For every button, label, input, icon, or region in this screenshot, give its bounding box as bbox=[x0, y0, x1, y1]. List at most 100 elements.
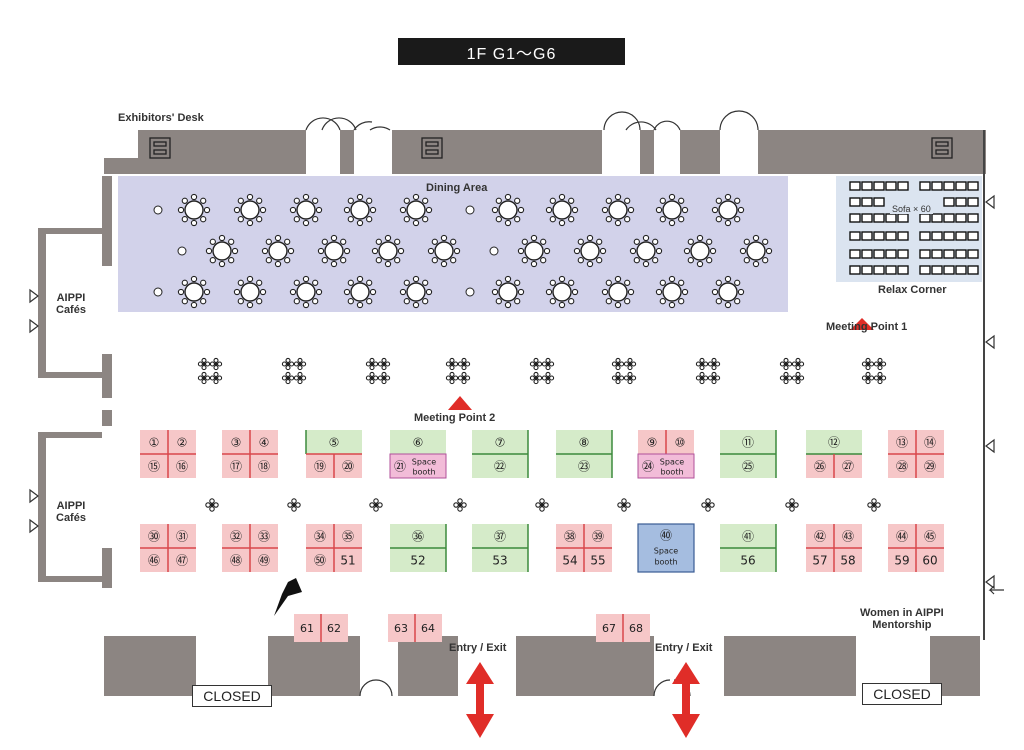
stool bbox=[197, 375, 203, 381]
stool bbox=[297, 365, 303, 371]
booth-number: ㊳ bbox=[564, 530, 576, 544]
right-arrow-icon bbox=[988, 585, 1004, 595]
chair bbox=[724, 193, 732, 201]
stool bbox=[461, 371, 467, 377]
stool bbox=[865, 365, 871, 371]
chair bbox=[412, 219, 420, 227]
chair bbox=[504, 219, 512, 227]
dining-table bbox=[711, 275, 745, 309]
chair bbox=[545, 206, 553, 214]
booth-number: ⑩ bbox=[675, 436, 686, 450]
stool bbox=[209, 506, 215, 512]
booth-number: ① bbox=[149, 436, 160, 450]
chair bbox=[431, 238, 438, 245]
table-center bbox=[298, 376, 302, 380]
chair bbox=[711, 288, 719, 296]
table-center bbox=[450, 376, 454, 380]
chair bbox=[514, 216, 521, 223]
booth-number: ⑮ bbox=[148, 460, 160, 474]
chair bbox=[233, 206, 241, 214]
stool bbox=[545, 365, 551, 371]
pillar bbox=[177, 246, 187, 256]
chair bbox=[312, 298, 319, 305]
sofa-seat bbox=[861, 197, 873, 207]
stool bbox=[461, 357, 467, 363]
booth-number: ㊻ bbox=[148, 554, 160, 568]
booth-7-22[interactable]: ⑦㉒ bbox=[472, 430, 529, 478]
dining-table bbox=[399, 193, 433, 227]
chair bbox=[181, 298, 188, 305]
stool bbox=[545, 371, 551, 377]
table-group bbox=[861, 371, 875, 385]
chair bbox=[399, 206, 407, 214]
table-top bbox=[350, 282, 370, 302]
stool bbox=[369, 357, 375, 363]
stool bbox=[217, 361, 223, 367]
chair bbox=[302, 301, 310, 309]
stool bbox=[787, 361, 793, 367]
sofa-seat bbox=[967, 181, 979, 191]
chair bbox=[614, 193, 622, 201]
table-group bbox=[197, 357, 211, 371]
dining-table bbox=[491, 275, 525, 309]
chair bbox=[450, 238, 457, 245]
entry-exit-arrows bbox=[466, 662, 700, 738]
stool bbox=[789, 506, 795, 512]
booth-8-23[interactable]: ⑧㉓ bbox=[556, 430, 613, 478]
booth-number: ⑭ bbox=[924, 436, 936, 450]
chair bbox=[711, 206, 719, 214]
stool bbox=[881, 375, 887, 381]
stool bbox=[373, 361, 379, 367]
space-booth-label: booth bbox=[412, 468, 435, 477]
chair bbox=[259, 206, 267, 214]
booth-number: ㊵ bbox=[660, 529, 672, 543]
stool bbox=[465, 361, 471, 367]
stool bbox=[281, 361, 287, 367]
stool bbox=[217, 375, 223, 381]
sofa-seat bbox=[919, 213, 931, 223]
chair bbox=[422, 197, 429, 204]
chair bbox=[347, 216, 354, 223]
sofa-seat bbox=[873, 213, 885, 223]
chair bbox=[558, 193, 566, 201]
chair bbox=[571, 288, 579, 296]
dining-table bbox=[629, 234, 663, 268]
table-center bbox=[706, 503, 710, 507]
chair bbox=[403, 216, 410, 223]
stool bbox=[779, 375, 785, 381]
chair bbox=[605, 216, 612, 223]
stool bbox=[865, 357, 871, 363]
booth-number: ⑲ bbox=[314, 460, 326, 474]
chair bbox=[737, 206, 745, 214]
chair bbox=[453, 247, 461, 255]
chair bbox=[586, 260, 594, 268]
chair bbox=[678, 279, 685, 286]
sofas bbox=[849, 181, 979, 275]
stool bbox=[793, 502, 799, 508]
table-group bbox=[365, 357, 379, 371]
chair bbox=[495, 216, 502, 223]
sofa-seat bbox=[849, 231, 861, 241]
